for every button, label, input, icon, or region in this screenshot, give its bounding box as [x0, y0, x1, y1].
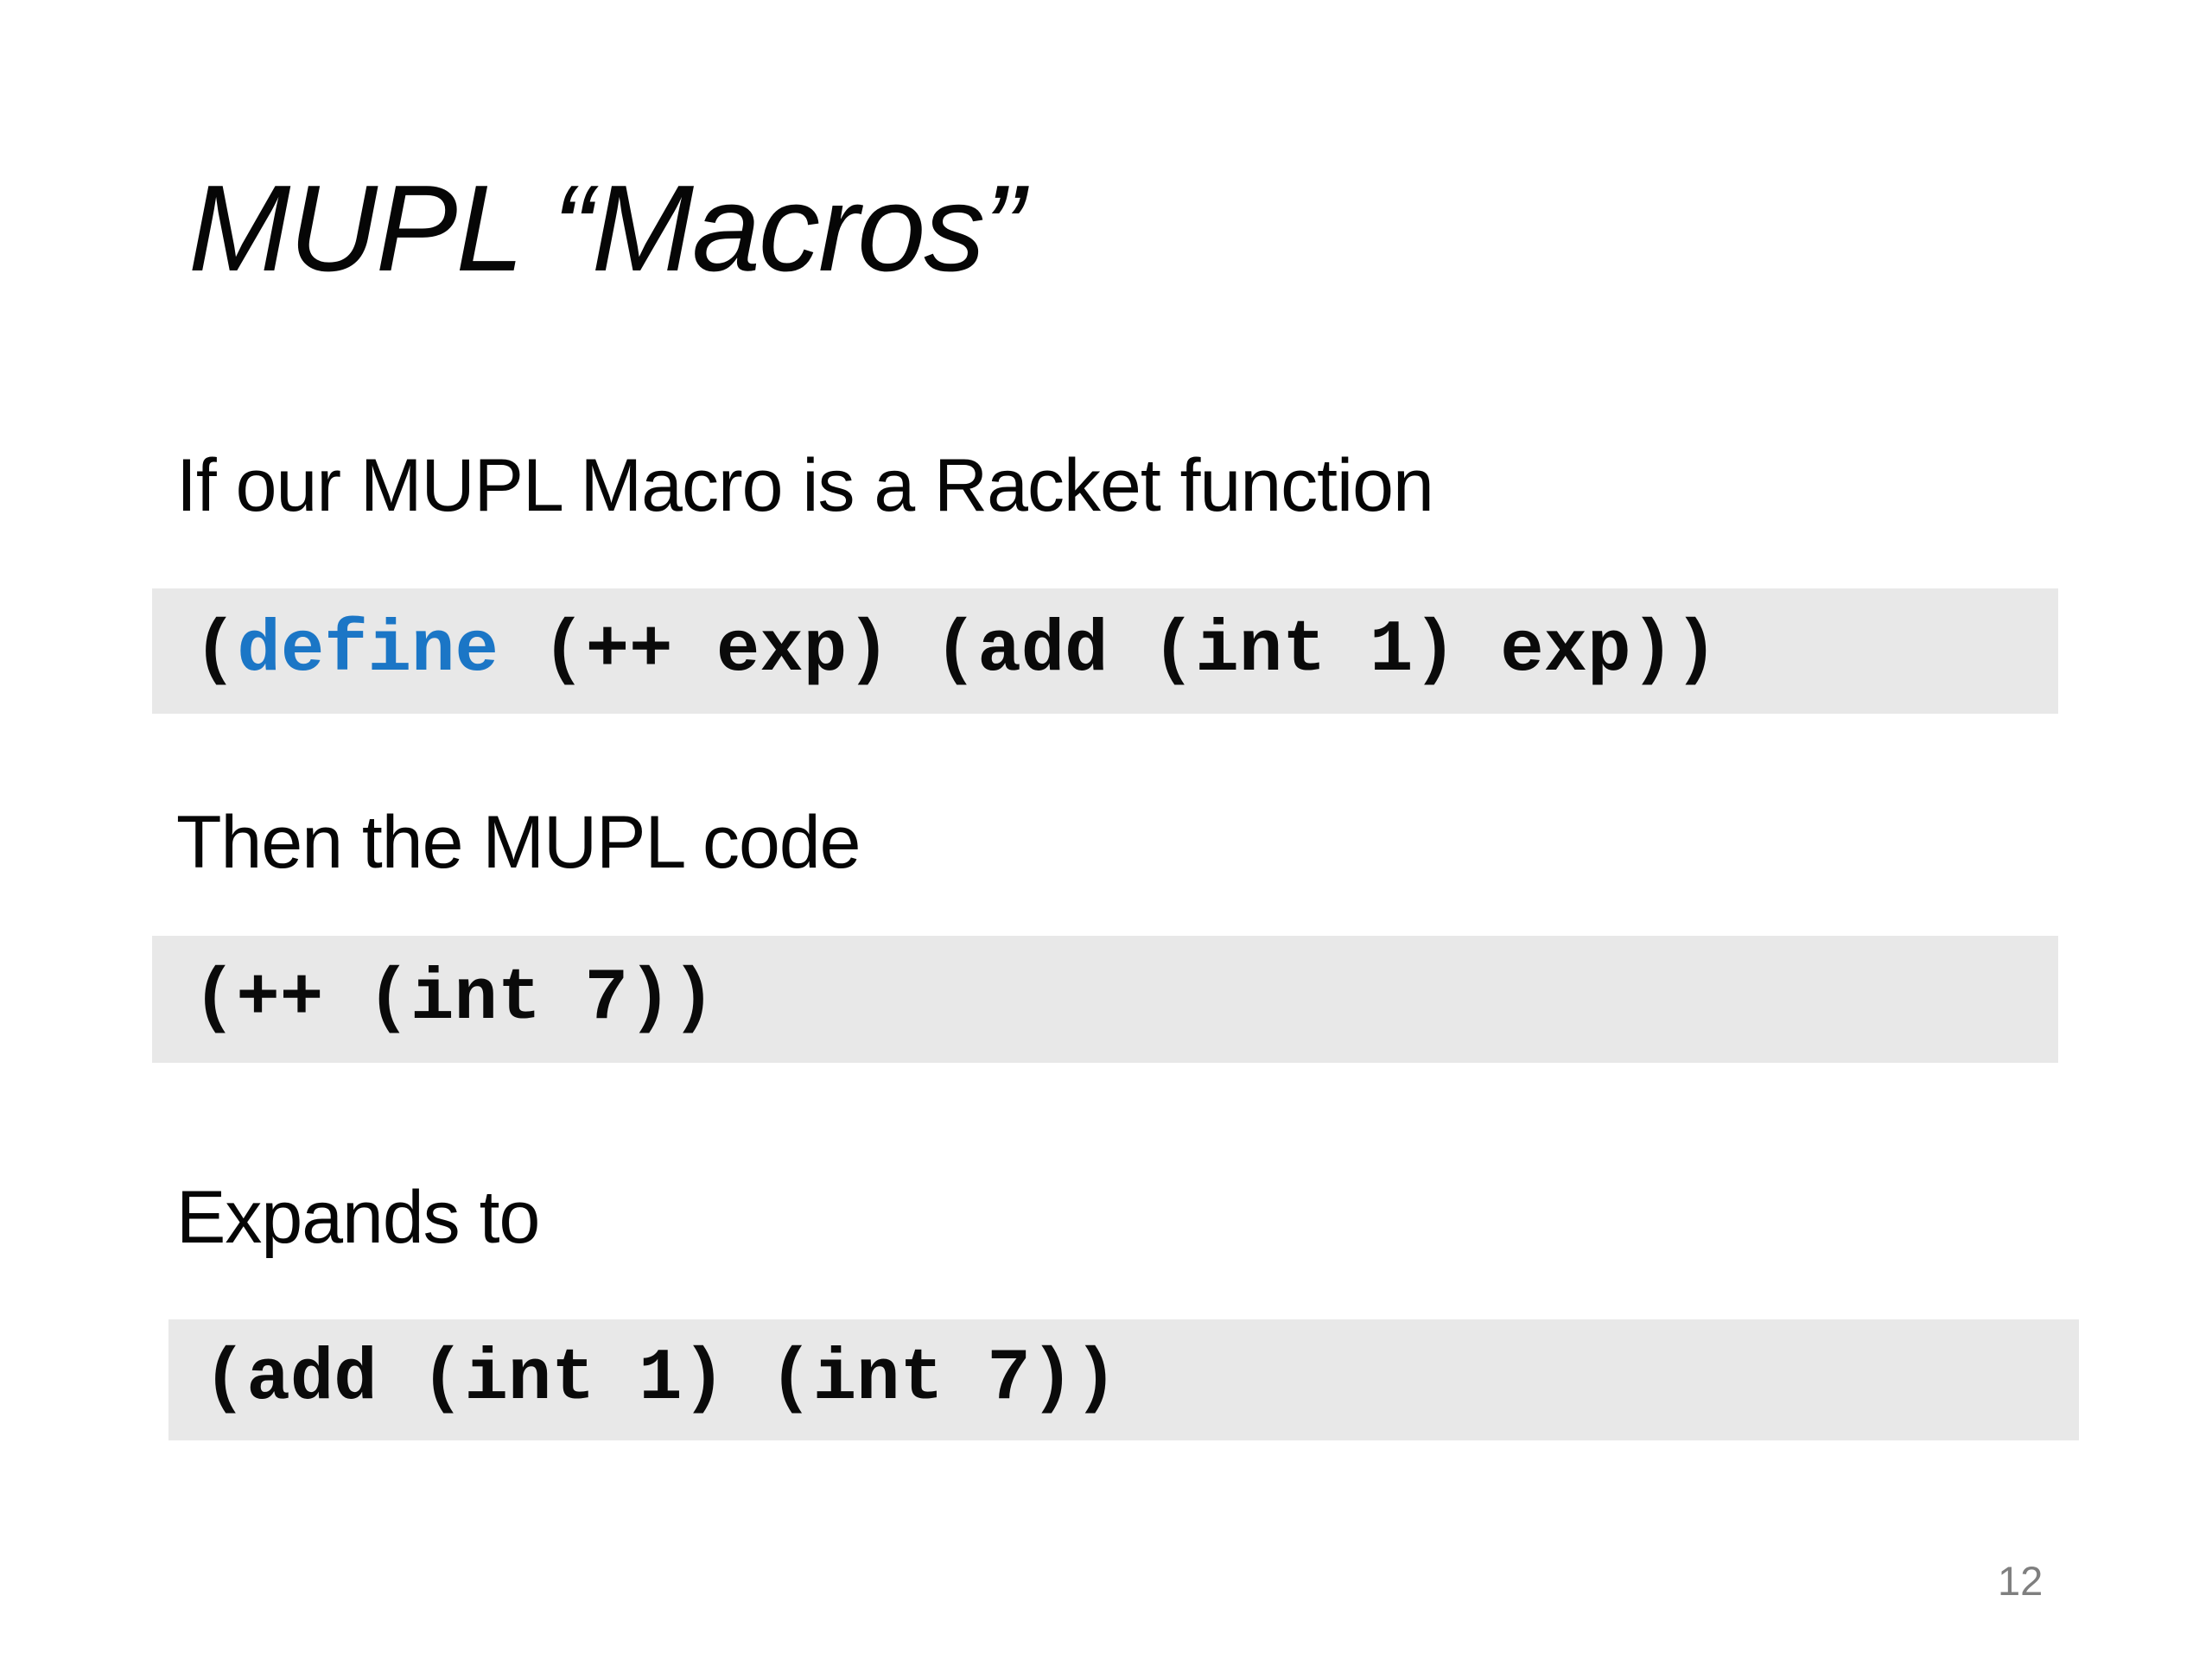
code-line-expansion: (add (int 1) (int 7)) — [203, 1338, 1118, 1421]
section-heading-expands-to: Expands to — [176, 1176, 540, 1259]
code-open-paren: ( — [194, 609, 238, 692]
slide-title: MUPL “Macros” — [188, 160, 1025, 297]
code-block-mupl-call: (++ (int 7)) — [152, 936, 2058, 1063]
code-rest: (++ exp) (add (int 1) exp)) — [498, 609, 1719, 692]
page-number: 12 — [1998, 1558, 2044, 1604]
section-heading-racket-function: If our MUPL Macro is a Racket function — [176, 444, 1434, 527]
code-block-define-macro: (define (++ exp) (add (int 1) exp)) — [152, 588, 2058, 714]
section-heading-mupl-code: Then the MUPL code — [176, 801, 861, 884]
code-keyword-define: define — [237, 609, 499, 692]
code-line-define: (define (++ exp) (add (int 1) exp)) — [194, 614, 1718, 688]
code-line-call: (++ (int 7)) — [193, 957, 715, 1040]
code-block-expansion: (add (int 1) (int 7)) — [168, 1319, 2079, 1440]
